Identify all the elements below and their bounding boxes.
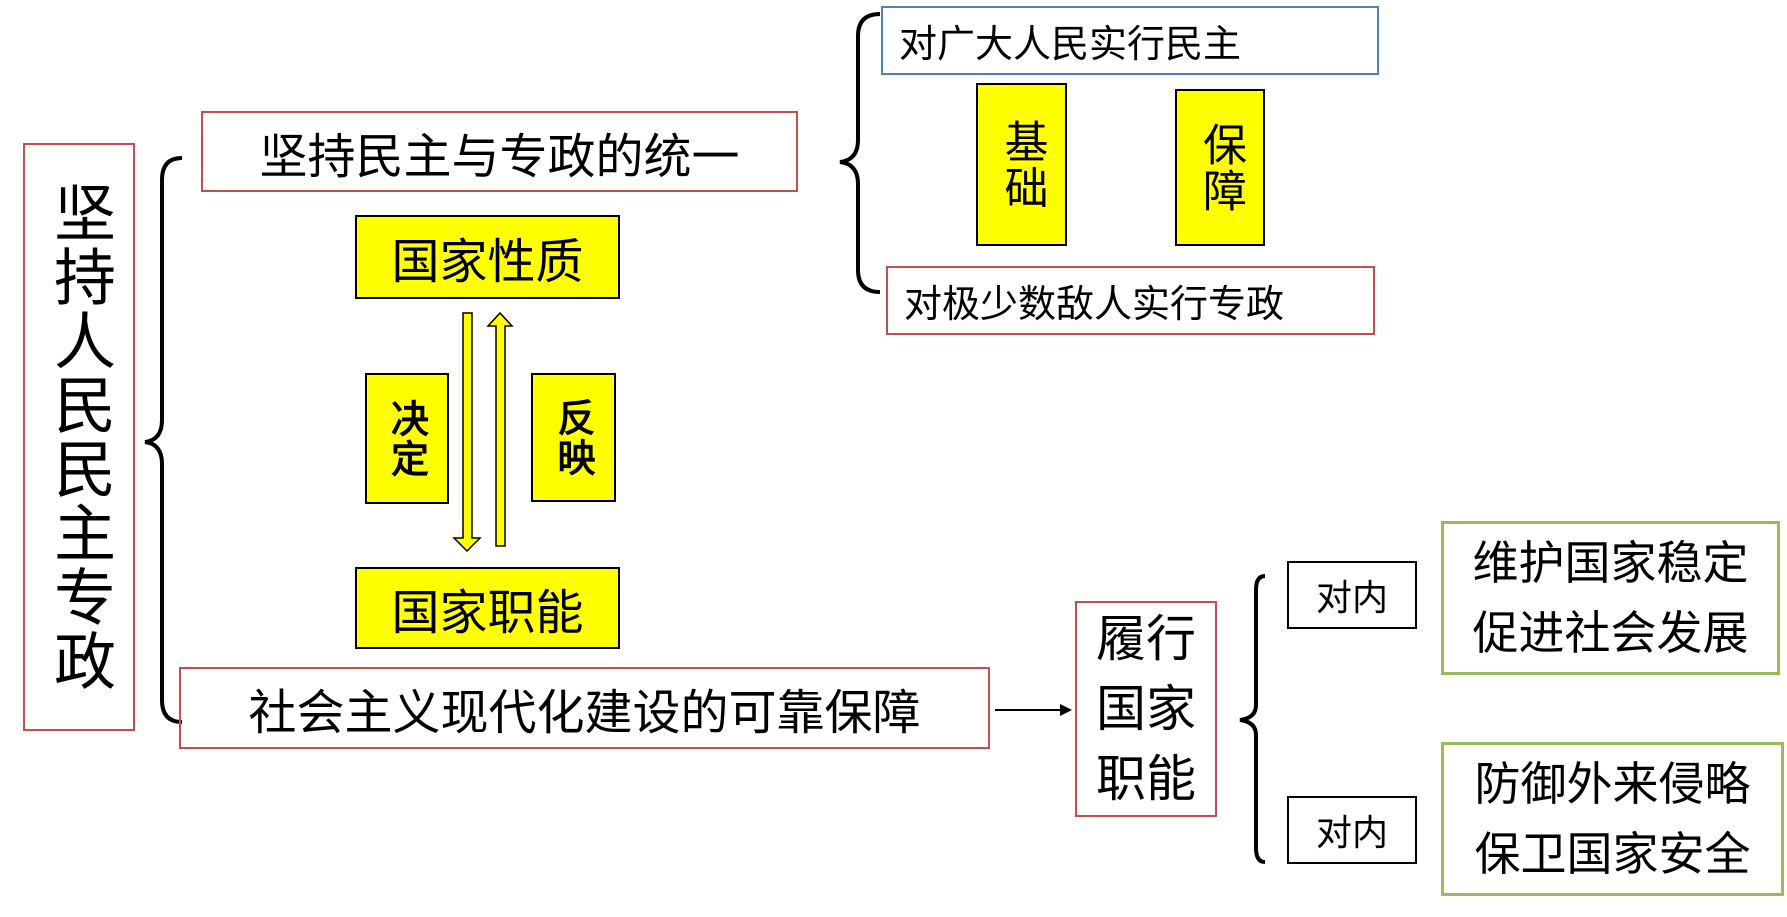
internal-label-2: 对内 — [1287, 796, 1417, 864]
nature-box: 国家性质 — [355, 215, 620, 299]
decides-box: 决定 — [365, 373, 449, 504]
up-arrow — [486, 311, 514, 547]
domestic-function-box: 维护国家稳定 促进社会发展 — [1441, 521, 1780, 675]
socialist-guarantee-box: 社会主义现代化建设的可靠保障 — [179, 667, 990, 749]
top-brace — [839, 12, 881, 294]
unity-box: 坚持民主与专政的统一 — [201, 111, 798, 192]
right-arrow — [995, 704, 1072, 716]
dictatorship-box: 对极少数敌人实行专政 — [886, 266, 1375, 335]
down-arrow — [452, 312, 482, 553]
domestic-line-1: 维护国家稳定 — [1472, 536, 1749, 590]
internal-label-1: 对内 — [1287, 561, 1417, 629]
perform-functions-box: 履行国家职能 — [1075, 601, 1217, 817]
external-function-box: 防御外来侵略 保卫国家安全 — [1441, 742, 1784, 896]
functions-box: 国家职能 — [355, 567, 620, 649]
domestic-line-2: 促进社会发展 — [1472, 606, 1749, 660]
guarantee-box: 保障 — [1175, 89, 1265, 246]
basis-box: 基础 — [976, 83, 1067, 246]
function-brace — [1239, 574, 1266, 864]
main-brace — [144, 156, 183, 724]
external-line-1: 防御外来侵略 — [1474, 757, 1751, 811]
root-topic: 坚持人民民主专政 — [23, 143, 135, 731]
reflects-box: 反映 — [531, 373, 616, 502]
democracy-box: 对广大人民实行民主 — [881, 6, 1379, 75]
external-line-2: 保卫国家安全 — [1474, 827, 1751, 881]
